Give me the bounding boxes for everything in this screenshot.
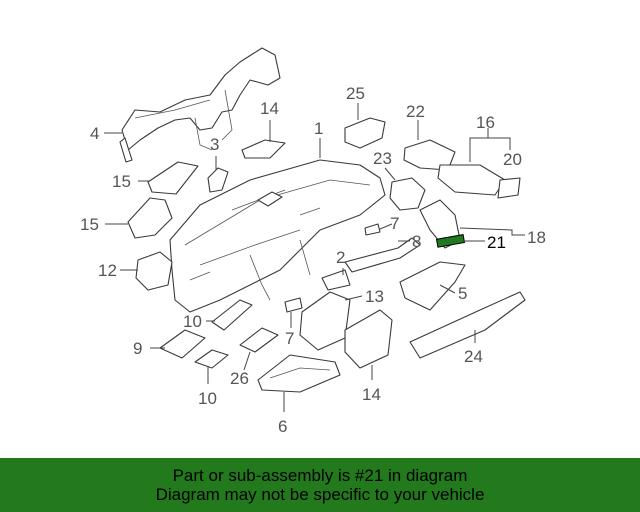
callout-17: 15 — [80, 215, 99, 234]
callout-1: 1 — [314, 119, 323, 138]
part-8 — [344, 237, 421, 273]
part-13 — [299, 291, 351, 351]
part-24 — [344, 117, 386, 149]
callout-5: 5 — [458, 284, 467, 303]
part-7-upper — [364, 223, 381, 236]
callout-8: 8 — [412, 232, 421, 251]
callout-24: 25 — [346, 84, 365, 103]
callout-7-upper: 7 — [390, 214, 399, 233]
callout-26: 26 — [230, 369, 249, 388]
parts-diagram: 4 14 25 1 3 22 16 20 23 15 15 7 18 8 21 … — [80, 47, 546, 436]
part-21-highlight — [435, 234, 466, 248]
part-5 — [399, 261, 466, 311]
leader-lines — [104, 103, 525, 412]
callout-10: 10 — [198, 389, 217, 408]
callout-15: 14 — [260, 99, 279, 118]
callout-18: 16 — [476, 113, 495, 132]
callout-7-lower: 7 — [285, 329, 294, 348]
part-16 — [147, 161, 199, 195]
part-26 — [239, 327, 279, 353]
part-11 — [211, 299, 253, 331]
part-14 — [344, 309, 393, 369]
callout-19: 18 — [527, 228, 546, 247]
callout-22: 22 — [406, 102, 425, 121]
callout-14: 14 — [362, 385, 381, 404]
part-20 — [497, 177, 521, 199]
part-3 — [207, 167, 229, 193]
callout-2: 2 — [336, 248, 345, 267]
callout-9: 9 — [133, 339, 142, 358]
callout-11: 10 — [183, 312, 202, 331]
part-2 — [321, 269, 351, 291]
part-18 — [437, 164, 506, 196]
part-15 — [241, 139, 286, 159]
callout-20: 20 — [503, 150, 522, 169]
callout-13: 13 — [365, 287, 384, 306]
part-17 — [127, 197, 173, 239]
part-7-lower — [284, 297, 303, 313]
callout-4: 4 — [90, 124, 99, 143]
part-9 — [159, 329, 206, 359]
part-12 — [135, 251, 173, 291]
info-banner: Part or sub-assembly is #21 in diagram D… — [0, 458, 640, 512]
part-23 — [389, 177, 426, 211]
callout-25: 24 — [464, 347, 483, 366]
callout-21: 21 — [487, 233, 506, 252]
callout-12: 12 — [98, 261, 117, 280]
part-10 — [194, 349, 229, 369]
callout-3: 3 — [210, 135, 219, 154]
banner-line-1: Part or sub-assembly is #21 in diagram — [172, 466, 468, 485]
banner-line-2: Diagram may not be specific to your vehi… — [155, 485, 485, 504]
callout-6: 6 — [278, 417, 287, 436]
part-25 — [409, 291, 526, 359]
part-support-frame — [119, 47, 281, 163]
callout-23: 23 — [373, 149, 392, 168]
part-6 — [257, 354, 341, 393]
callout-16: 15 — [112, 172, 131, 191]
part-dashboard — [169, 159, 386, 313]
